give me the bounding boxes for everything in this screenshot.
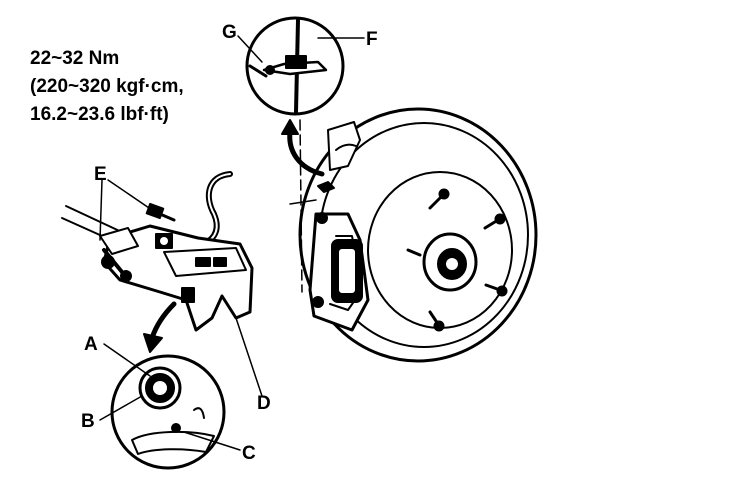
detail-circle-fg <box>245 16 345 116</box>
callout-d: D <box>257 393 271 414</box>
torque-spec-lbfft: 16.2~23.6 lbf·ft) <box>30 104 169 125</box>
leader-lines <box>99 35 365 451</box>
callout-e: E <box>94 164 107 185</box>
callout-c: C <box>242 443 256 464</box>
lug-studs <box>406 188 508 332</box>
caliper-bracket-mounted <box>308 212 370 332</box>
knuckle <box>289 119 361 293</box>
callout-a: A <box>84 334 98 355</box>
detail-circle-abc <box>110 354 226 470</box>
caliper-body <box>61 171 254 332</box>
bolt-e <box>145 202 176 222</box>
callout-g: G <box>222 22 237 43</box>
callout-b: B <box>81 411 95 432</box>
arrows <box>143 119 325 353</box>
callout-f: F <box>366 29 378 50</box>
torque-spec-nm: 22~32 Nm <box>30 48 120 69</box>
torque-spec-kgfcm: (220~320 kgf·cm, <box>30 76 184 97</box>
